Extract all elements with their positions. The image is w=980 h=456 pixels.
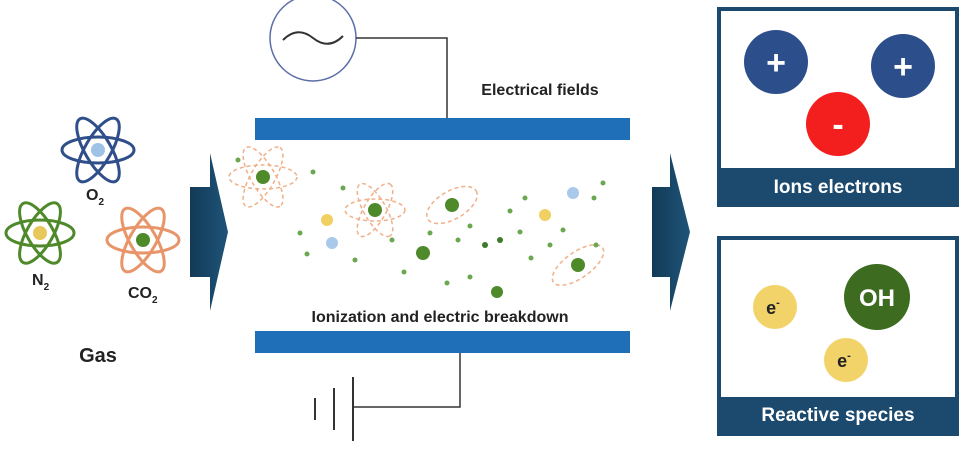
ionization-label: Ionization and electric breakdown bbox=[312, 309, 569, 326]
electron-label: e- bbox=[837, 350, 851, 371]
hydroxyl-radical-icon bbox=[844, 264, 910, 330]
ions-electrons-title: Ions electrons bbox=[774, 177, 903, 198]
positive-ion-icon bbox=[871, 34, 935, 98]
ions-title-bar bbox=[721, 168, 955, 203]
positive-ion-icon bbox=[744, 30, 808, 94]
gas-label: Gas bbox=[79, 345, 117, 367]
electron-label: e- bbox=[766, 297, 780, 318]
excited-atom-icon bbox=[551, 244, 605, 286]
co2-atom-icon bbox=[105, 206, 181, 274]
bottom-electrode-plate bbox=[255, 331, 630, 353]
electron-icon bbox=[824, 338, 868, 382]
o2-molecule bbox=[60, 116, 136, 184]
n2-atom-icon bbox=[4, 201, 76, 265]
ground-wire bbox=[353, 353, 461, 408]
output-arrow-icon bbox=[652, 153, 690, 311]
excited-atom-icon bbox=[426, 185, 478, 225]
electrical-fields-label: Electrical fields bbox=[481, 82, 598, 99]
co2-nucleus bbox=[136, 233, 150, 247]
sine-wave-icon bbox=[282, 31, 344, 45]
n2-molecule bbox=[4, 201, 76, 265]
reactive-title-bar bbox=[721, 397, 955, 432]
electron-icon bbox=[753, 285, 797, 329]
co2-label: CO2 bbox=[128, 285, 158, 306]
co2-molecule bbox=[105, 206, 181, 274]
input-arrow-icon bbox=[190, 153, 228, 311]
positive-ion-symbol: + bbox=[766, 44, 786, 82]
ac-source-icon bbox=[269, 0, 357, 82]
n2-nucleus bbox=[33, 226, 47, 240]
n2-label: N2 bbox=[32, 272, 50, 293]
electron-negative-icon bbox=[806, 92, 870, 156]
reactive-species-title: Reactive species bbox=[761, 405, 914, 426]
ground-icon bbox=[314, 377, 354, 441]
top-wire bbox=[356, 37, 448, 118]
o2-nucleus bbox=[91, 143, 105, 157]
top-electrode-plate bbox=[255, 118, 630, 140]
excited-atom-icon bbox=[344, 182, 406, 238]
negative-symbol: - bbox=[832, 106, 843, 144]
o2-label: O2 bbox=[86, 187, 104, 208]
excited-atom-icon bbox=[228, 146, 298, 208]
o2-atom-icon bbox=[60, 116, 136, 184]
plasma-particles bbox=[228, 146, 606, 298]
positive-ion-symbol: + bbox=[893, 48, 913, 86]
oh-label: OH bbox=[859, 285, 895, 312]
